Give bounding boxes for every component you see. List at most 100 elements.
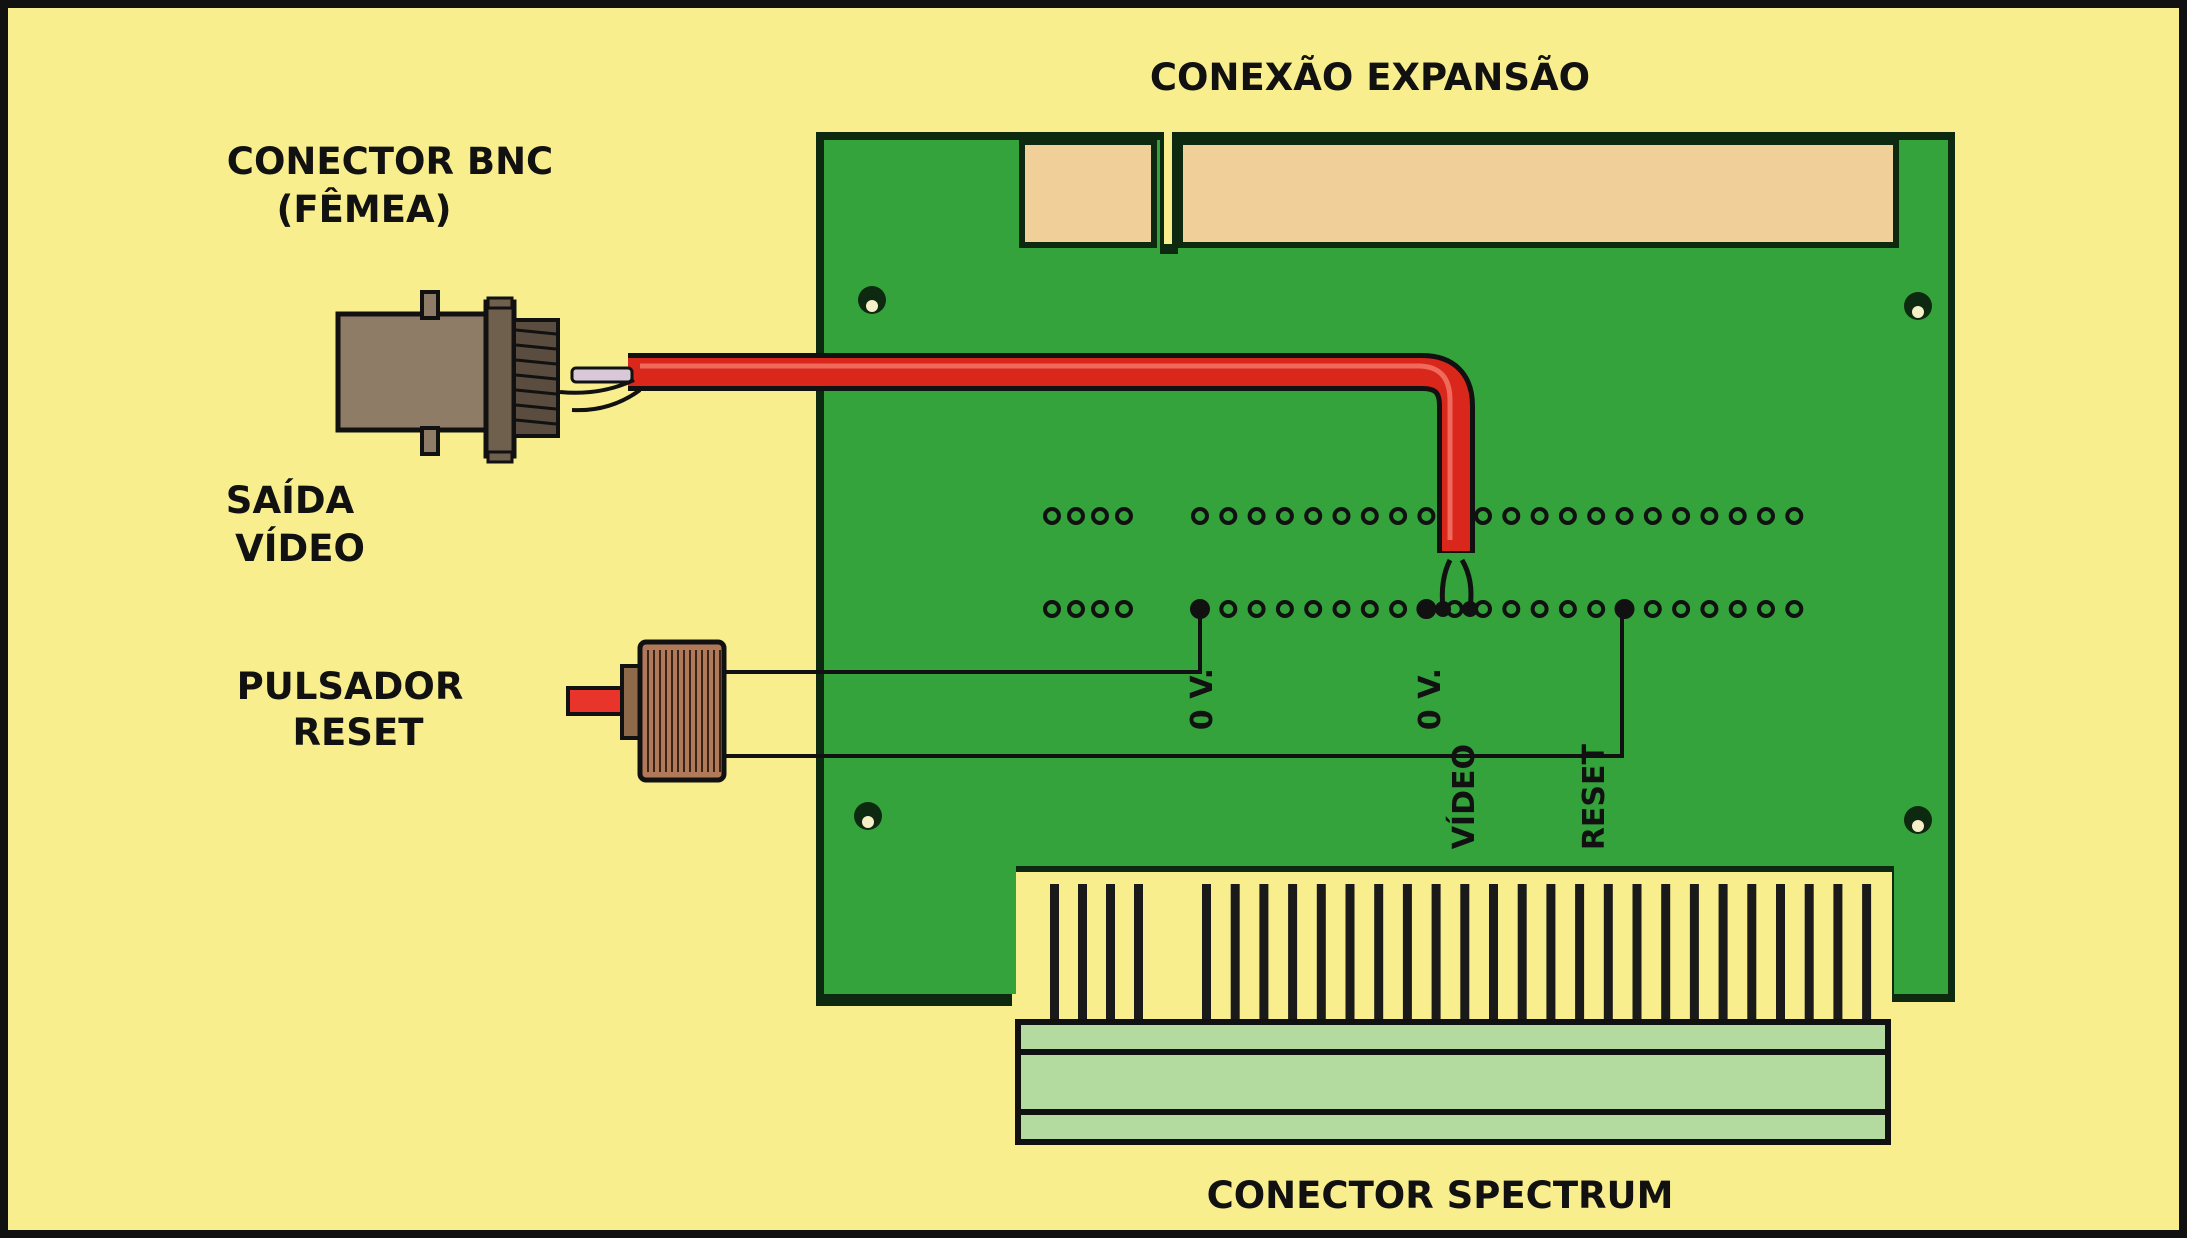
bnc-collar-bottom-tab bbox=[486, 450, 514, 464]
wire-reset bbox=[726, 610, 1624, 758]
bnc-pin-top bbox=[420, 290, 440, 320]
label-video-output: SAÍDA bbox=[226, 478, 355, 522]
pad bbox=[1700, 507, 1719, 525]
edge-finger bbox=[1078, 884, 1087, 1024]
bnc-body bbox=[335, 311, 491, 433]
edge-finger bbox=[1603, 884, 1613, 1024]
edge-finger bbox=[1546, 884, 1556, 1024]
edge-finger bbox=[1374, 884, 1384, 1024]
bnc-thread-line bbox=[515, 343, 557, 351]
edge-finger bbox=[1431, 884, 1441, 1024]
edge-finger bbox=[1345, 884, 1355, 1024]
pad bbox=[1558, 600, 1577, 618]
edge-finger bbox=[1050, 884, 1059, 1024]
edge-finger bbox=[1202, 884, 1211, 1024]
label-reset-button-2: RESET bbox=[293, 711, 425, 754]
bnc-collar bbox=[483, 299, 517, 459]
pad bbox=[1700, 600, 1719, 618]
pad bbox=[1474, 507, 1492, 525]
pad bbox=[1275, 507, 1294, 525]
pad bbox=[1091, 507, 1109, 525]
video-cable-core bbox=[570, 366, 634, 384]
pad bbox=[1672, 600, 1691, 618]
mounting-hole-top-left bbox=[858, 286, 886, 314]
pad bbox=[1643, 507, 1662, 525]
spectrum-connector-top-rail bbox=[1015, 1019, 1891, 1055]
video-cable-wire-ends bbox=[1439, 558, 1474, 609]
pad bbox=[1502, 600, 1521, 618]
edge-finger bbox=[1316, 884, 1326, 1024]
pin-label-video: VÍDEO bbox=[1446, 744, 1482, 849]
pad bbox=[1091, 600, 1109, 618]
label-bnc-connector: CONECTOR BNC bbox=[227, 140, 553, 183]
edge-finger bbox=[1747, 884, 1757, 1024]
solder-joint bbox=[1435, 601, 1451, 617]
pad bbox=[1785, 600, 1804, 618]
bnc-thread-line bbox=[515, 328, 557, 336]
edge-finger bbox=[1776, 884, 1785, 1024]
label-reset-button: PULSADOR bbox=[237, 665, 464, 708]
label-spectrum-connector: CONECTOR SPECTRUM bbox=[1207, 1174, 1674, 1217]
expansion-slot-right bbox=[1177, 139, 1899, 248]
reset-button bbox=[566, 639, 727, 783]
spectrum-connector-body bbox=[1015, 1049, 1891, 1115]
pad bbox=[1360, 507, 1379, 525]
edge-finger bbox=[1718, 884, 1728, 1024]
pad bbox=[1757, 507, 1775, 525]
pad bbox=[1115, 507, 1133, 525]
mounting-hole-top-right bbox=[1904, 292, 1932, 320]
bnc-thread-line bbox=[515, 418, 557, 426]
bnc-collar-top-tab bbox=[486, 296, 514, 310]
pad bbox=[1530, 600, 1549, 618]
pad bbox=[1389, 600, 1408, 618]
pad bbox=[1247, 507, 1266, 525]
label-expansion-connector: CONEXÃO EXPANSÃO bbox=[1150, 55, 1590, 99]
bnc-thread-line bbox=[515, 373, 557, 381]
solder-joint bbox=[1462, 601, 1478, 617]
bnc-connector bbox=[335, 290, 560, 464]
video-cable-highlight bbox=[640, 363, 1453, 540]
pin-label-ground-1: 0 V. bbox=[1185, 668, 1220, 730]
edge-finger bbox=[1833, 884, 1843, 1024]
pad bbox=[1304, 600, 1323, 618]
reset-wires bbox=[726, 610, 1624, 758]
bnc-pin-bottom bbox=[420, 426, 440, 456]
pad bbox=[1067, 507, 1085, 525]
edge-finger bbox=[1804, 884, 1814, 1024]
edge-finger bbox=[1517, 884, 1527, 1024]
bnc-thread-line bbox=[515, 358, 557, 366]
reset-button-body bbox=[637, 639, 727, 783]
mounting-hole-bottom-left bbox=[854, 802, 882, 830]
pad bbox=[1417, 507, 1436, 525]
pad bbox=[1614, 599, 1635, 619]
edge-finger bbox=[1460, 884, 1470, 1024]
pad bbox=[1389, 507, 1408, 525]
pad bbox=[1416, 599, 1437, 619]
label-video-output-2: VÍDEO bbox=[235, 526, 365, 570]
edge-finger bbox=[1288, 884, 1298, 1024]
edge-fingers bbox=[1050, 884, 1872, 1024]
pad-row-bottom bbox=[1043, 599, 1804, 619]
edge-finger bbox=[1575, 884, 1585, 1024]
bnc-thread-line bbox=[515, 388, 557, 396]
edge-finger bbox=[1106, 884, 1115, 1024]
label-bnc-connector-type: (FÊMEA) bbox=[276, 187, 451, 231]
spectrum-connector-bottom-rail bbox=[1015, 1109, 1891, 1145]
pin-label-ground-2: 0 V. bbox=[1413, 668, 1448, 730]
mounting-hole-bottom-right bbox=[1904, 806, 1932, 834]
pad bbox=[1502, 507, 1521, 525]
expansion-slot-left bbox=[1019, 139, 1157, 248]
pad bbox=[1043, 600, 1061, 618]
pad bbox=[1587, 507, 1606, 525]
pad bbox=[1219, 507, 1238, 525]
pad bbox=[1115, 600, 1133, 618]
edge-finger bbox=[1259, 884, 1269, 1024]
pad bbox=[1067, 600, 1085, 618]
edge-finger bbox=[1402, 884, 1412, 1024]
pad bbox=[1643, 600, 1662, 618]
edge-finger bbox=[1134, 884, 1143, 1024]
pad bbox=[1728, 600, 1747, 618]
spectrum-connector bbox=[1015, 1019, 1891, 1145]
